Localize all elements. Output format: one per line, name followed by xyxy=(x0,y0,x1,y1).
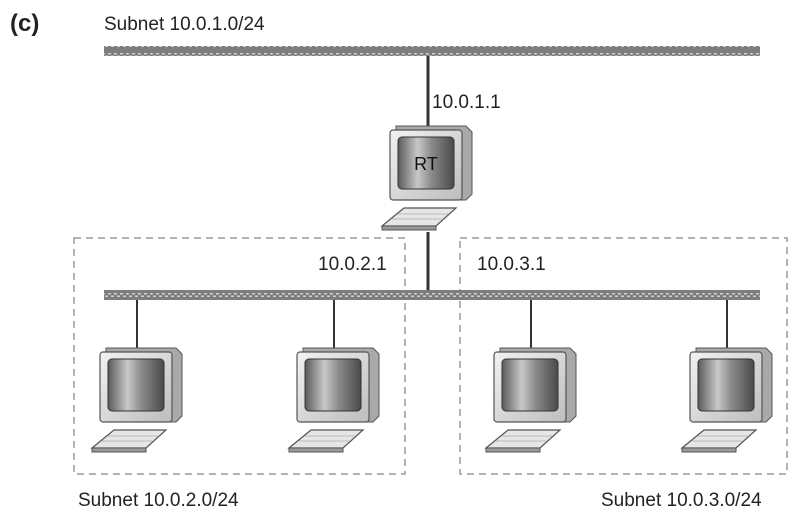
router-computer-icon: RT xyxy=(381,125,473,231)
subnet-left-label: Subnet 10.0.2.0/24 xyxy=(78,490,239,511)
subnet-right-label: Subnet 10.0.3.0/24 xyxy=(601,490,762,511)
subnet-top-label: Subnet 10.0.1.0/24 xyxy=(104,14,265,35)
subnet-right-box xyxy=(459,237,788,475)
host-computer-icon xyxy=(288,347,380,453)
subnet-bottom-bus xyxy=(104,290,760,300)
host-computer-icon xyxy=(485,347,577,453)
router-screen-label: RT xyxy=(414,154,438,174)
router-left-ip: 10.0.2.1 xyxy=(318,254,387,275)
figure-label: (c) xyxy=(10,10,40,37)
subnet-left-box xyxy=(73,237,406,475)
router-top-ip: 10.0.1.1 xyxy=(432,92,501,113)
subnet-top-bus xyxy=(104,46,760,56)
router-right-ip: 10.0.3.1 xyxy=(477,254,546,275)
host-computer-icon xyxy=(681,347,773,453)
host-computer-icon xyxy=(91,347,183,453)
